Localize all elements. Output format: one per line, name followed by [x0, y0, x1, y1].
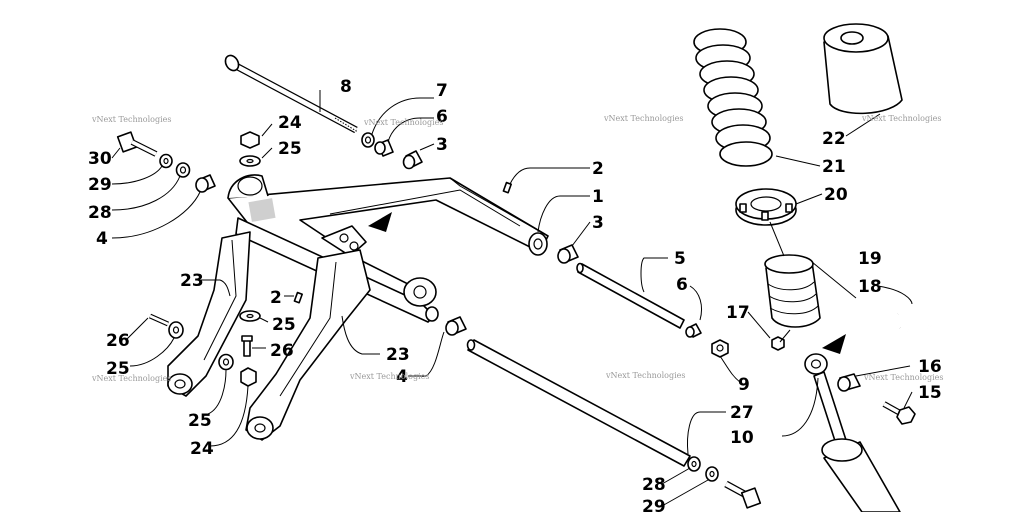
callout-23-left: 23: [180, 271, 204, 291]
callout-6-right: 6: [676, 275, 688, 295]
callout-30: 30: [88, 149, 112, 169]
watermark-text: vNext Technologies: [605, 371, 685, 380]
front-direction-arrow-right: [822, 334, 846, 354]
callout-21: 21: [822, 157, 846, 177]
part-20-spring-retainer: [735, 188, 797, 226]
part-7-washer: [361, 132, 375, 148]
part-3-spacer-upper: [402, 150, 423, 170]
callout-19: 19: [858, 249, 882, 269]
part-23-swing-arm-right: [245, 249, 371, 441]
callout-17: 17: [726, 303, 750, 323]
part-2-grease-fitting-upper: [502, 181, 512, 194]
callout-3-upper: 3: [436, 135, 448, 155]
part-25-washer-mid: [239, 310, 261, 322]
callout-28-left: 28: [88, 203, 112, 223]
part-5-shaft: [576, 262, 685, 329]
callout-28-right: 28: [642, 475, 666, 495]
callout-1: 1: [592, 187, 604, 207]
part-23-swing-arm-left: [167, 231, 251, 397]
part-6-bushing-right: [685, 323, 702, 338]
part-26-bolt-mid: [241, 335, 253, 357]
part-21-coil-spring: [693, 28, 773, 167]
watermarks: vNext Technologies vNext Technologies vN…: [91, 114, 943, 383]
callout-16: 16: [918, 357, 942, 377]
part-28-washer-left: [175, 162, 191, 178]
part-4-spacer-left: [195, 174, 216, 193]
callout-5: 5: [674, 249, 686, 269]
watermark-text: vNext Technologies: [363, 118, 443, 127]
watermark-text: vNext Technologies: [91, 115, 171, 124]
front-direction-arrow-left: [368, 212, 392, 232]
part-30-bolt-left: [116, 131, 158, 157]
callout-26-left: 26: [106, 331, 130, 351]
callout-24-bottom: 24: [190, 439, 214, 459]
callout-18: 18: [858, 277, 882, 297]
part-16-sleeve: [837, 373, 861, 392]
callout-7: 7: [436, 81, 448, 101]
part-4-spacer-right: [445, 316, 467, 336]
watermark-text: vNext Technologies: [603, 114, 683, 123]
watermark-text: vNext Technologies: [863, 373, 943, 382]
callout-25-lower: 25: [188, 411, 212, 431]
callout-29-right: 29: [642, 497, 666, 512]
callout-22: 22: [822, 129, 846, 149]
callout-3-right: 3: [592, 213, 604, 233]
part-3-spacer-right: [557, 244, 579, 264]
part-25-washer-lower: [218, 353, 234, 371]
part-9-nut: [711, 339, 729, 358]
part-28-washer-right: [687, 456, 701, 472]
part-27-long-shaft: [466, 339, 691, 467]
callout-25-mid: 25: [272, 315, 296, 335]
part-29-washer-left: [159, 153, 173, 169]
watermark-text: vNext Technologies: [91, 374, 171, 383]
part-29-washer-right: [705, 466, 719, 482]
callout-2-upper: 2: [592, 159, 604, 179]
callout-6-upper: 6: [436, 107, 448, 127]
callout-9: 9: [738, 375, 750, 395]
callout-25-left: 25: [106, 359, 130, 379]
watermark-text: vNext Technologies: [349, 372, 429, 381]
part-30-bolt-right: [724, 480, 762, 509]
part-25-washer-top: [239, 155, 261, 167]
part-18-snap-ring: [896, 303, 936, 333]
part-24-nut-lower: [240, 367, 257, 387]
callout-8: 8: [340, 77, 352, 97]
part-19-bump-stop: [764, 254, 821, 328]
callout-25-top: 25: [278, 139, 302, 159]
leader-lines: [111, 90, 913, 507]
callout-4-lower: 4: [396, 367, 408, 387]
callout-15: 15: [918, 383, 942, 403]
part-15-bolt: [882, 401, 916, 425]
part-2-grease-fitting-lower: [293, 291, 303, 304]
callout-10: 10: [730, 428, 754, 448]
callout-26-mid: 26: [270, 341, 294, 361]
callout-20: 20: [824, 185, 848, 205]
part-24-nut-top: [240, 131, 260, 149]
callout-29-left: 29: [88, 175, 112, 195]
callout-numbers: 1 2 2 3 3 4 4 5 6 6 7 8 9 10 15 16 17 18…: [88, 77, 942, 512]
callout-2-lower: 2: [270, 288, 282, 308]
callout-24-top: 24: [278, 113, 302, 133]
part-10-shock-absorber: [804, 353, 901, 512]
callout-27: 27: [730, 403, 754, 423]
part-22-bump-cap: [823, 23, 903, 115]
part-6-bushing-upper: [374, 139, 394, 157]
watermark-text: vNext Technologies: [861, 114, 941, 123]
callout-23-right: 23: [386, 345, 410, 365]
part-8-long-bolt: [224, 54, 359, 134]
callout-4-left: 4: [96, 229, 108, 249]
part-26-bolt-left: [148, 313, 170, 327]
part-25-washer-left-b: [168, 321, 184, 339]
